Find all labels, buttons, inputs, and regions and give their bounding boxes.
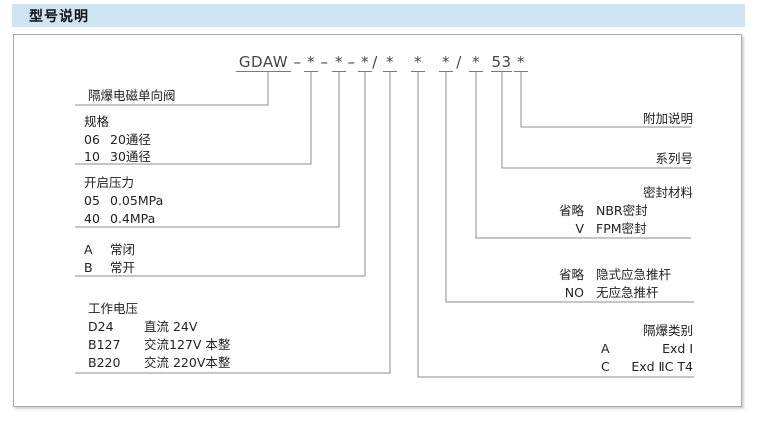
model-code-part: *	[383, 54, 397, 72]
seal-item-code: V	[575, 221, 584, 236]
pushrod-item: 省略 隐式应急推杆	[554, 268, 693, 282]
mode-item-code: B	[84, 260, 93, 275]
voltage-item-label: 交流 220V本整	[144, 355, 231, 370]
seal-group-title: 密封材料	[642, 185, 693, 200]
exd-item: C Exd ⅡC T4	[601, 360, 693, 374]
voltage-item-code: D24	[88, 319, 114, 334]
exd-item-label: Exd Ⅰ	[662, 341, 693, 356]
voltage-item: B127 交流127V 本整	[88, 338, 230, 352]
mode-item: B 常开	[84, 261, 135, 275]
exd-item: A Exd Ⅰ	[601, 342, 693, 356]
pushrod-item: NO 无应急推杆	[554, 286, 693, 300]
voltage-item-code: B127	[88, 337, 121, 352]
mode-item-label: 常开	[110, 260, 136, 275]
seal-item-label: NBR密封	[596, 203, 648, 218]
pressure-item: 40 0.4MPa	[84, 212, 155, 226]
model-code-part: *	[439, 54, 453, 72]
pressure-item: 05 0.05MPa	[84, 194, 163, 208]
pressure-item-label: 0.4MPa	[110, 211, 156, 226]
pushrod-item-code: NO	[564, 285, 584, 300]
product-name-label: 隔爆电磁单向阀	[88, 88, 176, 103]
model-code-separator: –	[347, 53, 356, 71]
spec-item-code: 06	[84, 132, 100, 147]
mode-item-label: 常闭	[110, 242, 136, 257]
seal-item-code: 省略	[558, 203, 584, 218]
spec-group-title: 规格	[84, 114, 110, 129]
mode-item: A 常闭	[84, 243, 135, 257]
model-code-part: 53	[491, 53, 512, 72]
pressure-item-code: 05	[84, 193, 100, 208]
mode-item-code: A	[84, 242, 93, 257]
spec-item: 06 20通径	[84, 133, 151, 147]
model-code-part: *	[411, 54, 425, 72]
seal-item: 省略 NBR密封	[554, 204, 693, 218]
pressure-item-label: 0.05MPa	[110, 193, 164, 208]
spec-item: 10 30通径	[84, 150, 151, 164]
section-header-bar: 型号说明	[12, 4, 745, 27]
model-code-part: *	[469, 54, 483, 72]
spec-item-code: 10	[84, 149, 100, 164]
model-code-separator: /	[372, 53, 378, 71]
pushrod-item-label: 隐式应急推杆	[596, 267, 672, 282]
model-code-separator: –	[293, 53, 302, 71]
spec-item-label: 30通径	[110, 149, 151, 164]
seal-item: V FPM密封	[554, 222, 693, 236]
spec-item-label: 20通径	[110, 132, 151, 147]
exd-item-label: Exd ⅡC T4	[631, 359, 693, 374]
model-code-part: *	[358, 54, 372, 72]
exd-item-code: C	[601, 359, 610, 374]
section-title: 型号说明	[29, 8, 89, 25]
model-code-part: *	[514, 54, 528, 72]
voltage-group-title: 工作电压	[88, 301, 139, 316]
model-code-part: *	[304, 54, 318, 72]
model-code-separator: –	[320, 53, 329, 71]
pressure-group-title: 开启压力	[84, 175, 135, 190]
seal-item-label: FPM密封	[596, 221, 647, 236]
voltage-item-label: 直流 24V	[144, 319, 198, 334]
voltage-item: B220 交流 220V本整	[88, 356, 230, 370]
pressure-item-code: 40	[84, 211, 100, 226]
series-title: 系列号	[655, 151, 693, 166]
voltage-item-label: 交流127V 本整	[144, 337, 231, 352]
voltage-item: D24 直流 24V	[88, 320, 197, 334]
pushrod-item-label: 无应急推杆	[596, 285, 659, 300]
exd-group-title: 隔爆类别	[642, 323, 693, 338]
model-code-part: GDAW	[236, 54, 291, 72]
pushrod-item-code: 省略	[558, 267, 584, 282]
exd-item-code: A	[601, 341, 610, 356]
extra-note-title: 附加说明	[642, 111, 693, 126]
voltage-item-code: B220	[88, 355, 121, 370]
model-code-part: *	[332, 54, 346, 72]
model-code-separator: /	[456, 53, 462, 71]
